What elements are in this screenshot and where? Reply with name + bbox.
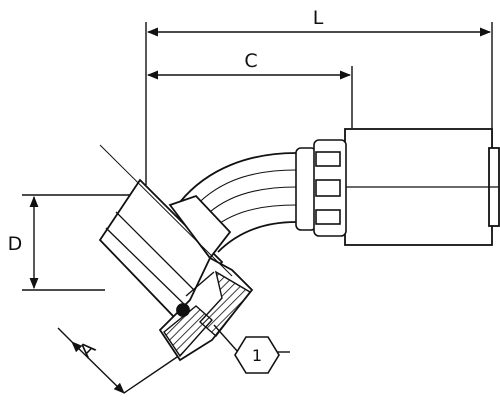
section-view <box>158 256 254 362</box>
tube-outer-wall <box>179 152 297 203</box>
collar-ring-left <box>295 147 317 231</box>
callout-number: 1 <box>252 346 262 365</box>
dimension-A: A <box>57 327 181 394</box>
callout-leader <box>213 324 239 353</box>
callout-hexagon <box>234 336 280 374</box>
dimension-label-C: C <box>244 50 257 72</box>
dimension-label-A: A <box>75 337 100 362</box>
centerline-nut <box>99 144 233 277</box>
dimension-C: C <box>146 50 353 128</box>
dimension-line-A <box>71 341 125 394</box>
swivel-nut <box>98 178 232 320</box>
dimension-label-L: L <box>313 7 324 29</box>
collar-notch-bottom <box>315 209 341 225</box>
tube-inner-wall <box>217 221 297 253</box>
o-ring <box>176 303 190 317</box>
collar-rings <box>295 139 347 237</box>
nut-flat-line-2 <box>105 227 187 307</box>
section-hatch-lower <box>163 305 213 358</box>
extension-line-a-bottom <box>123 354 181 394</box>
ferrule-socket <box>344 128 500 246</box>
seat-face-line <box>185 271 215 297</box>
dimension-label-D: D <box>8 233 23 255</box>
dimension-D: D <box>8 194 135 291</box>
collar-notch-middle <box>315 179 341 197</box>
callout-1: 1 <box>213 324 290 374</box>
nut-flat-line-1 <box>115 211 199 295</box>
collar-notch-top <box>315 151 341 167</box>
extension-line-a-top <box>57 327 73 343</box>
